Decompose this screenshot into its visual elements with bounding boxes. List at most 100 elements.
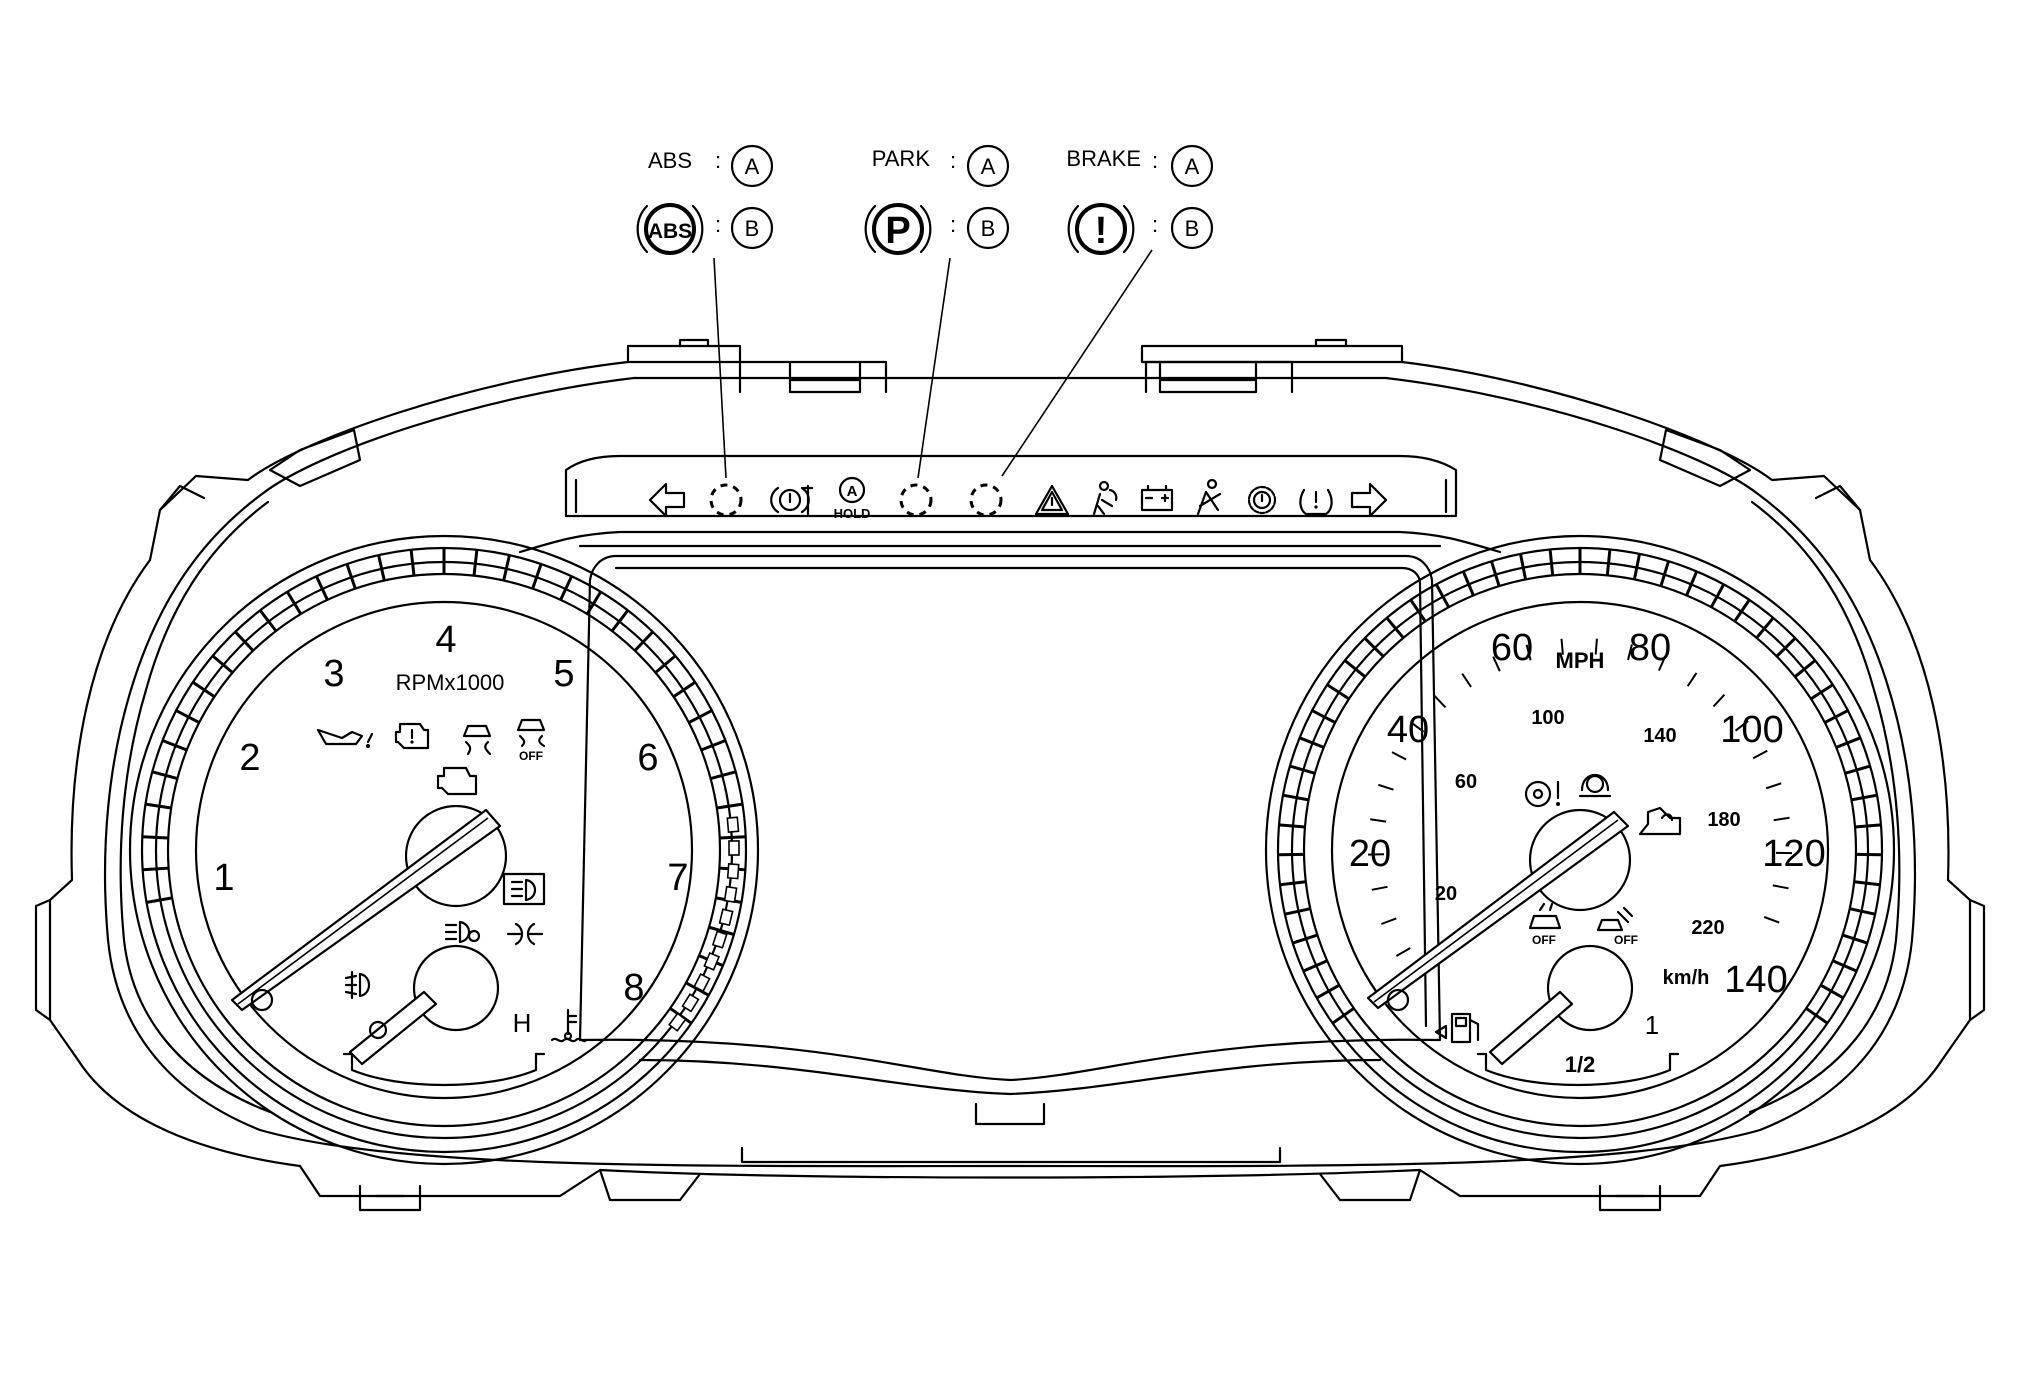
mph-scale-120: 120 <box>1762 833 1825 875</box>
speed-tick <box>1821 985 1844 998</box>
legend-park-b: B <box>981 216 996 241</box>
kmh-tick <box>1773 885 1789 888</box>
tach-tick <box>674 682 696 697</box>
speed-tick <box>1333 1008 1354 1023</box>
speed-tick <box>1317 985 1340 998</box>
abs-indicator-location <box>711 485 741 515</box>
traction-control-off-icon: OFF <box>518 720 544 763</box>
kmh-tick <box>1764 917 1779 923</box>
kmh-tick <box>1753 751 1767 759</box>
legend-abs-colon: : <box>715 148 721 173</box>
hazard-warning-icon <box>1036 486 1068 514</box>
brake-indicator-location <box>971 485 1001 515</box>
tach-scale-4: 4 <box>435 619 456 661</box>
oil-pressure-icon <box>318 730 372 748</box>
mph-scale-20: 20 <box>1349 833 1391 875</box>
seatbelt-icon <box>1198 480 1220 514</box>
mph-scale-100: 100 <box>1720 709 1783 751</box>
center-display <box>520 456 1500 1094</box>
tach-scale-6: 6 <box>637 737 658 779</box>
park-indicator-location <box>901 485 931 515</box>
kmh-tick <box>1714 695 1725 707</box>
kmh-tick <box>1392 752 1406 759</box>
mph-scale-60: 60 <box>1491 627 1533 669</box>
driver-monitor-icon <box>1580 775 1610 796</box>
fuel-full-label: 1 <box>1645 1010 1659 1040</box>
collision-warning-off-icon: OFF <box>1530 904 1560 947</box>
tach-tick <box>474 550 477 576</box>
mph-scale-40: 40 <box>1387 709 1429 751</box>
legend-abs-a: A <box>745 154 760 179</box>
legend-abs-colon-2: : <box>715 212 721 237</box>
legend-brake-b: B <box>1185 216 1200 241</box>
turn-right-arrow-icon <box>1352 484 1386 516</box>
kmh-unit-label: km/h <box>1663 967 1710 989</box>
tach-scale-1: 1 <box>213 857 234 899</box>
tach-label: RPMx1000 <box>396 670 505 695</box>
tach-redline-box <box>727 817 738 832</box>
tachometer: RPMx1000 1 2 3 4 5 6 7 8 OFF <box>130 536 758 1164</box>
legend-brake-colon-2: : <box>1152 212 1158 237</box>
tach-tick <box>717 804 743 808</box>
collision-off-label: OFF <box>1532 933 1556 947</box>
abs-icon-label: ABS <box>648 220 692 243</box>
kmh-tick <box>1435 696 1446 708</box>
legend-abs-name: ABS <box>648 148 692 173</box>
legend-park-colon: : <box>950 148 956 173</box>
legend-park-name: PARK <box>872 146 931 171</box>
speed-tick <box>1854 882 1880 885</box>
park-icon-label: P <box>885 210 910 252</box>
legend-park-a: A <box>981 154 996 179</box>
kmh-scale-220: 220 <box>1691 917 1724 939</box>
brake-icon-label: ! <box>1095 210 1108 252</box>
legend-park-colon-2: : <box>950 212 956 237</box>
tach-scale-7: 7 <box>667 857 688 899</box>
tach-redline-box <box>704 953 719 970</box>
speed-tick <box>1811 685 1833 699</box>
telltale-strip: A HOLD <box>650 478 1386 521</box>
auto-high-beam-icon <box>446 922 479 942</box>
legend: ABS : A : B ABS PARK : A : B <box>638 146 1212 478</box>
fuel-half-label: 1/2 <box>1565 1052 1596 1077</box>
mph-unit-label: MPH <box>1556 648 1605 673</box>
abs-warning-icon: ABS <box>638 205 703 253</box>
mph-scale-80: 80 <box>1629 627 1671 669</box>
traction-control-icon <box>464 726 490 754</box>
kmh-tick <box>1378 785 1393 790</box>
speed-tick <box>1806 1008 1827 1023</box>
kmh-scale-180: 180 <box>1707 809 1740 831</box>
tach-tick <box>720 837 746 838</box>
traction-off-label: OFF <box>519 749 543 763</box>
legend-park: PARK : A : B P <box>866 146 1008 253</box>
brake-warning-icon: ! <box>1069 205 1134 253</box>
airbag-icon <box>1094 482 1116 514</box>
parking-lights-icon <box>508 924 542 944</box>
tach-redline-box <box>729 841 739 855</box>
kmh-scale-60: 60 <box>1455 771 1477 793</box>
tach-tick <box>142 837 168 838</box>
kmh-scale-100: 100 <box>1531 707 1564 729</box>
legend-abs-b: B <box>745 216 760 241</box>
legend-brake: BRAKE : A : B ! <box>1066 146 1212 253</box>
kmh-tick <box>1381 918 1396 924</box>
speed-tick <box>1280 882 1306 885</box>
legend-brake-a: A <box>1185 154 1200 179</box>
speed-tick <box>1279 825 1305 827</box>
tach-scale-3: 3 <box>323 653 344 695</box>
auto-hold-icon: A HOLD <box>834 478 871 521</box>
tach-tick <box>287 592 301 614</box>
kmh-tick <box>1372 887 1388 890</box>
kmh-tick <box>1396 948 1410 956</box>
tach-tick <box>612 610 628 631</box>
tire-pressure-icon <box>1300 490 1331 514</box>
tach-redline-box <box>728 864 739 879</box>
brake-wear-icon <box>771 486 812 514</box>
fuel-needle <box>1490 992 1572 1064</box>
tach-tick <box>411 550 414 576</box>
turn-left-arrow-icon <box>650 484 684 516</box>
speed-tick <box>1735 600 1750 622</box>
tach-redline-box <box>713 931 727 947</box>
speed-tick <box>1411 600 1426 622</box>
park-brake-icon: P <box>866 205 931 253</box>
